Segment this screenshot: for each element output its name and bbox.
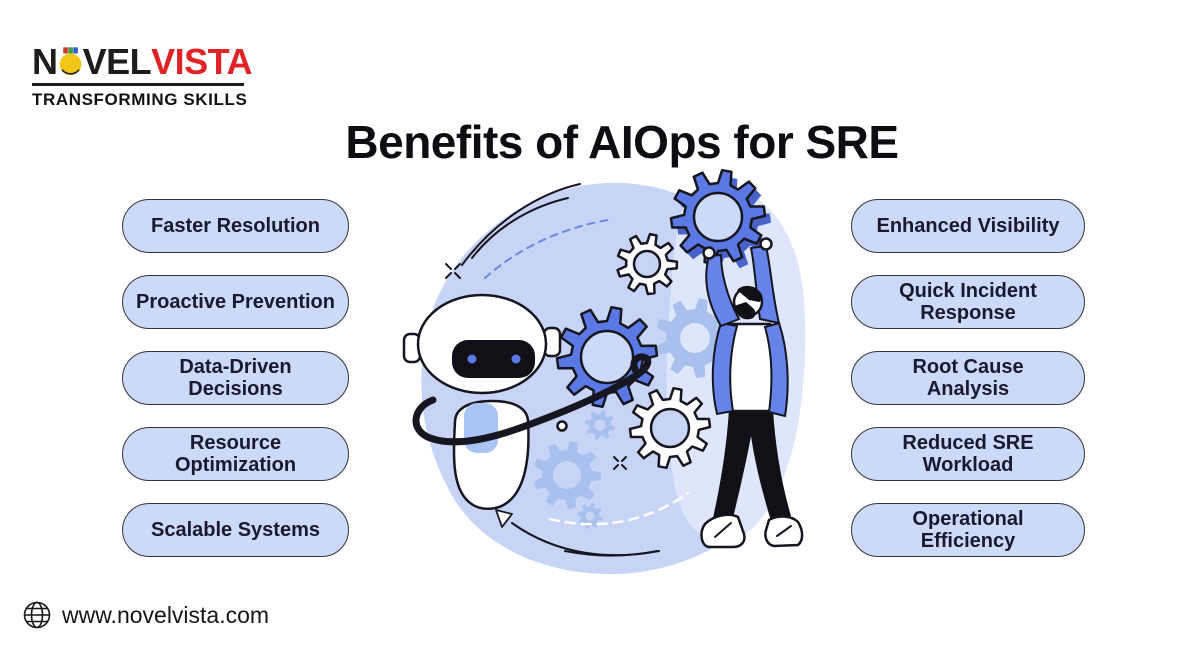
sparkle-icon (613, 456, 627, 470)
gear-hole (632, 249, 662, 279)
logo-vel: VEL (82, 40, 152, 82)
medal-icon (59, 47, 81, 76)
footer: www.novelvista.com (22, 600, 269, 630)
pill-label: Operational (912, 508, 1024, 530)
aiops-illustration (400, 160, 820, 580)
robot-eye (511, 354, 521, 364)
benefit-pill-faster-resolution: Faster Resolution (122, 199, 349, 253)
logo-wordmark: N VEL VISTA (32, 40, 252, 82)
person-figure (669, 168, 804, 549)
benefit-pill-reduced-sre-workload: Reduced SRE Workload (851, 427, 1085, 481)
benefit-pill-enhanced-visibility: Enhanced Visibility (851, 199, 1085, 253)
dashed-arc (484, 219, 609, 279)
held-gear (669, 168, 771, 271)
robot-eye (467, 354, 477, 364)
curved-arrow-icon (495, 509, 660, 557)
gear-hole (585, 511, 595, 521)
globe-icon (23, 601, 51, 629)
person-hand (759, 237, 773, 251)
benefit-pill-root-cause-analysis: Root Cause Analysis (851, 351, 1085, 405)
benefit-pill-quick-incident-response: Quick Incident Response (851, 275, 1085, 329)
benefit-pill-data-driven-decisions: Data-Driven Decisions (122, 351, 349, 405)
person-hair (737, 285, 763, 302)
pill-label: Efficiency (920, 530, 1016, 552)
pill-label: Proactive Prevention (136, 291, 335, 313)
pill-label: Decisions (188, 378, 283, 400)
robot-body-stripe (464, 403, 498, 453)
pill-label: Root Cause (912, 356, 1024, 378)
pill-label: Analysis (926, 378, 1010, 400)
sparkle-icon (445, 263, 461, 279)
dashed-arc-bottom (548, 491, 690, 526)
pill-label: Enhanced Visibility (876, 215, 1060, 237)
pill-label: Resource (189, 432, 282, 454)
benefit-pill-proactive-prevention: Proactive Prevention (122, 275, 349, 329)
gear-hole (579, 329, 635, 385)
bubble-dot (556, 420, 568, 432)
logo-tagline: TRANSFORMING SKILLS (32, 90, 248, 109)
robot-face (452, 340, 535, 378)
pill-label: Response (920, 302, 1016, 324)
person-jacket-right (763, 321, 789, 418)
orbit-swoosh (412, 353, 652, 446)
arrowhead (495, 509, 513, 528)
benefit-pill-resource-optimization: Resource Optimization (122, 427, 349, 481)
logo-n: N (32, 40, 58, 82)
logo-divider (32, 83, 244, 86)
benefit-pill-scalable-systems: Scalable Systems (122, 503, 349, 557)
pill-label: Scalable Systems (151, 519, 320, 541)
shoe-detail (714, 522, 732, 538)
pill-label: Data-Driven (179, 356, 292, 378)
person-beard (734, 302, 756, 320)
pill-label: Reduced SRE (902, 432, 1034, 454)
gear-hole (594, 419, 606, 431)
pill-label: Faster Resolution (151, 215, 320, 237)
swoosh-line (461, 183, 581, 266)
website-url: www.novelvista.com (62, 601, 270, 628)
page-title: Benefits of AIOps for SRE (345, 115, 899, 168)
logo-vista: VISTA (151, 40, 252, 82)
person-pants (713, 409, 791, 522)
pill-label: Workload (922, 454, 1014, 476)
shoe-detail (776, 525, 792, 537)
person-jacket-left (711, 321, 739, 416)
gear-hole (649, 407, 691, 449)
robot-gears-illustration (402, 168, 806, 575)
person-arm-left (705, 253, 741, 328)
swoosh-line (471, 197, 569, 259)
novelvista-logo: N VEL VISTA TRANSFORMING SKILLS (32, 40, 252, 110)
person-hand (702, 246, 716, 260)
left-benefit-list: Faster Resolution Proactive Prevention D… (122, 199, 349, 557)
right-benefit-list: Enhanced Visibility Quick Incident Respo… (851, 199, 1085, 557)
pill-label: Optimization (174, 454, 297, 476)
gear-hole (680, 323, 710, 353)
pill-label: Quick Incident (899, 280, 1037, 302)
gear-hole (692, 191, 744, 243)
benefit-pill-operational-efficiency: Operational Efficiency (851, 503, 1085, 557)
gear-hole (553, 461, 581, 489)
